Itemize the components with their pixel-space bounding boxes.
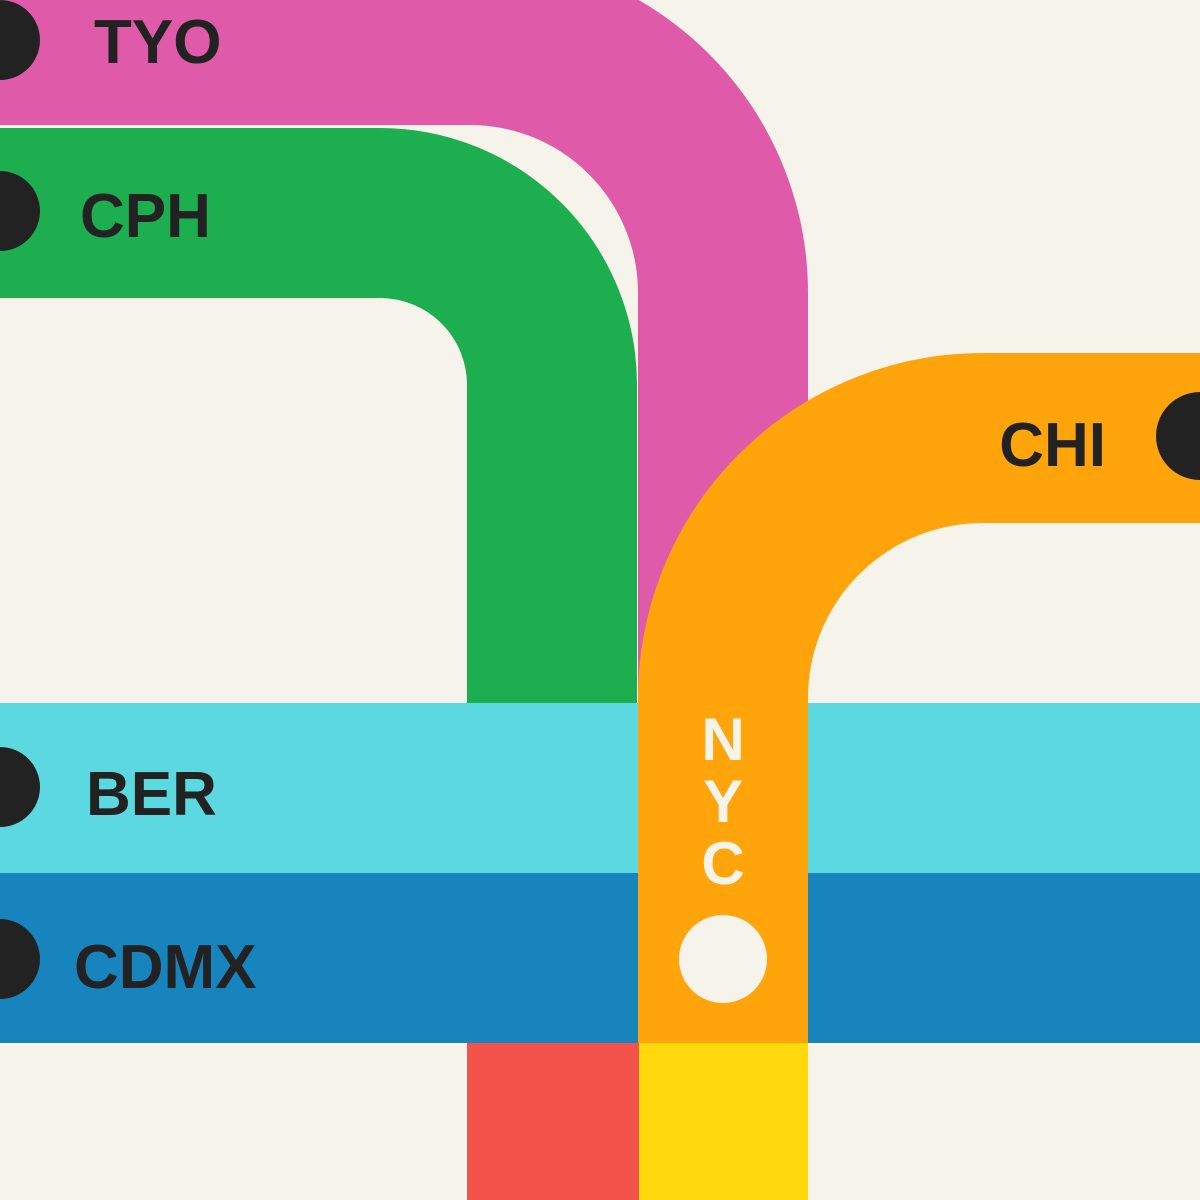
cdmx-line <box>0 873 1200 1043</box>
cph-line <box>0 127 637 720</box>
hub-letter-c: C <box>701 830 744 897</box>
cph-label: CPH <box>80 182 211 251</box>
nyc-hub-station <box>679 915 767 1003</box>
tyo-label: TYO <box>94 8 221 77</box>
ber-station-dot <box>0 747 40 827</box>
cdmx-label: CDMX <box>74 933 257 1002</box>
ber-line <box>0 703 1200 873</box>
chi-line <box>638 353 1200 1043</box>
tyo-station-dot <box>0 0 40 80</box>
chi-station-dot <box>1156 392 1200 480</box>
hub-letter-y: Y <box>703 768 743 835</box>
cph-station-dot <box>0 171 40 251</box>
chi-label: CHI <box>999 411 1106 480</box>
cdmx-station-dot <box>0 919 40 999</box>
tyo-line <box>0 0 808 720</box>
hub-letter-n: N <box>701 706 744 773</box>
ber-label: BER <box>86 760 217 829</box>
